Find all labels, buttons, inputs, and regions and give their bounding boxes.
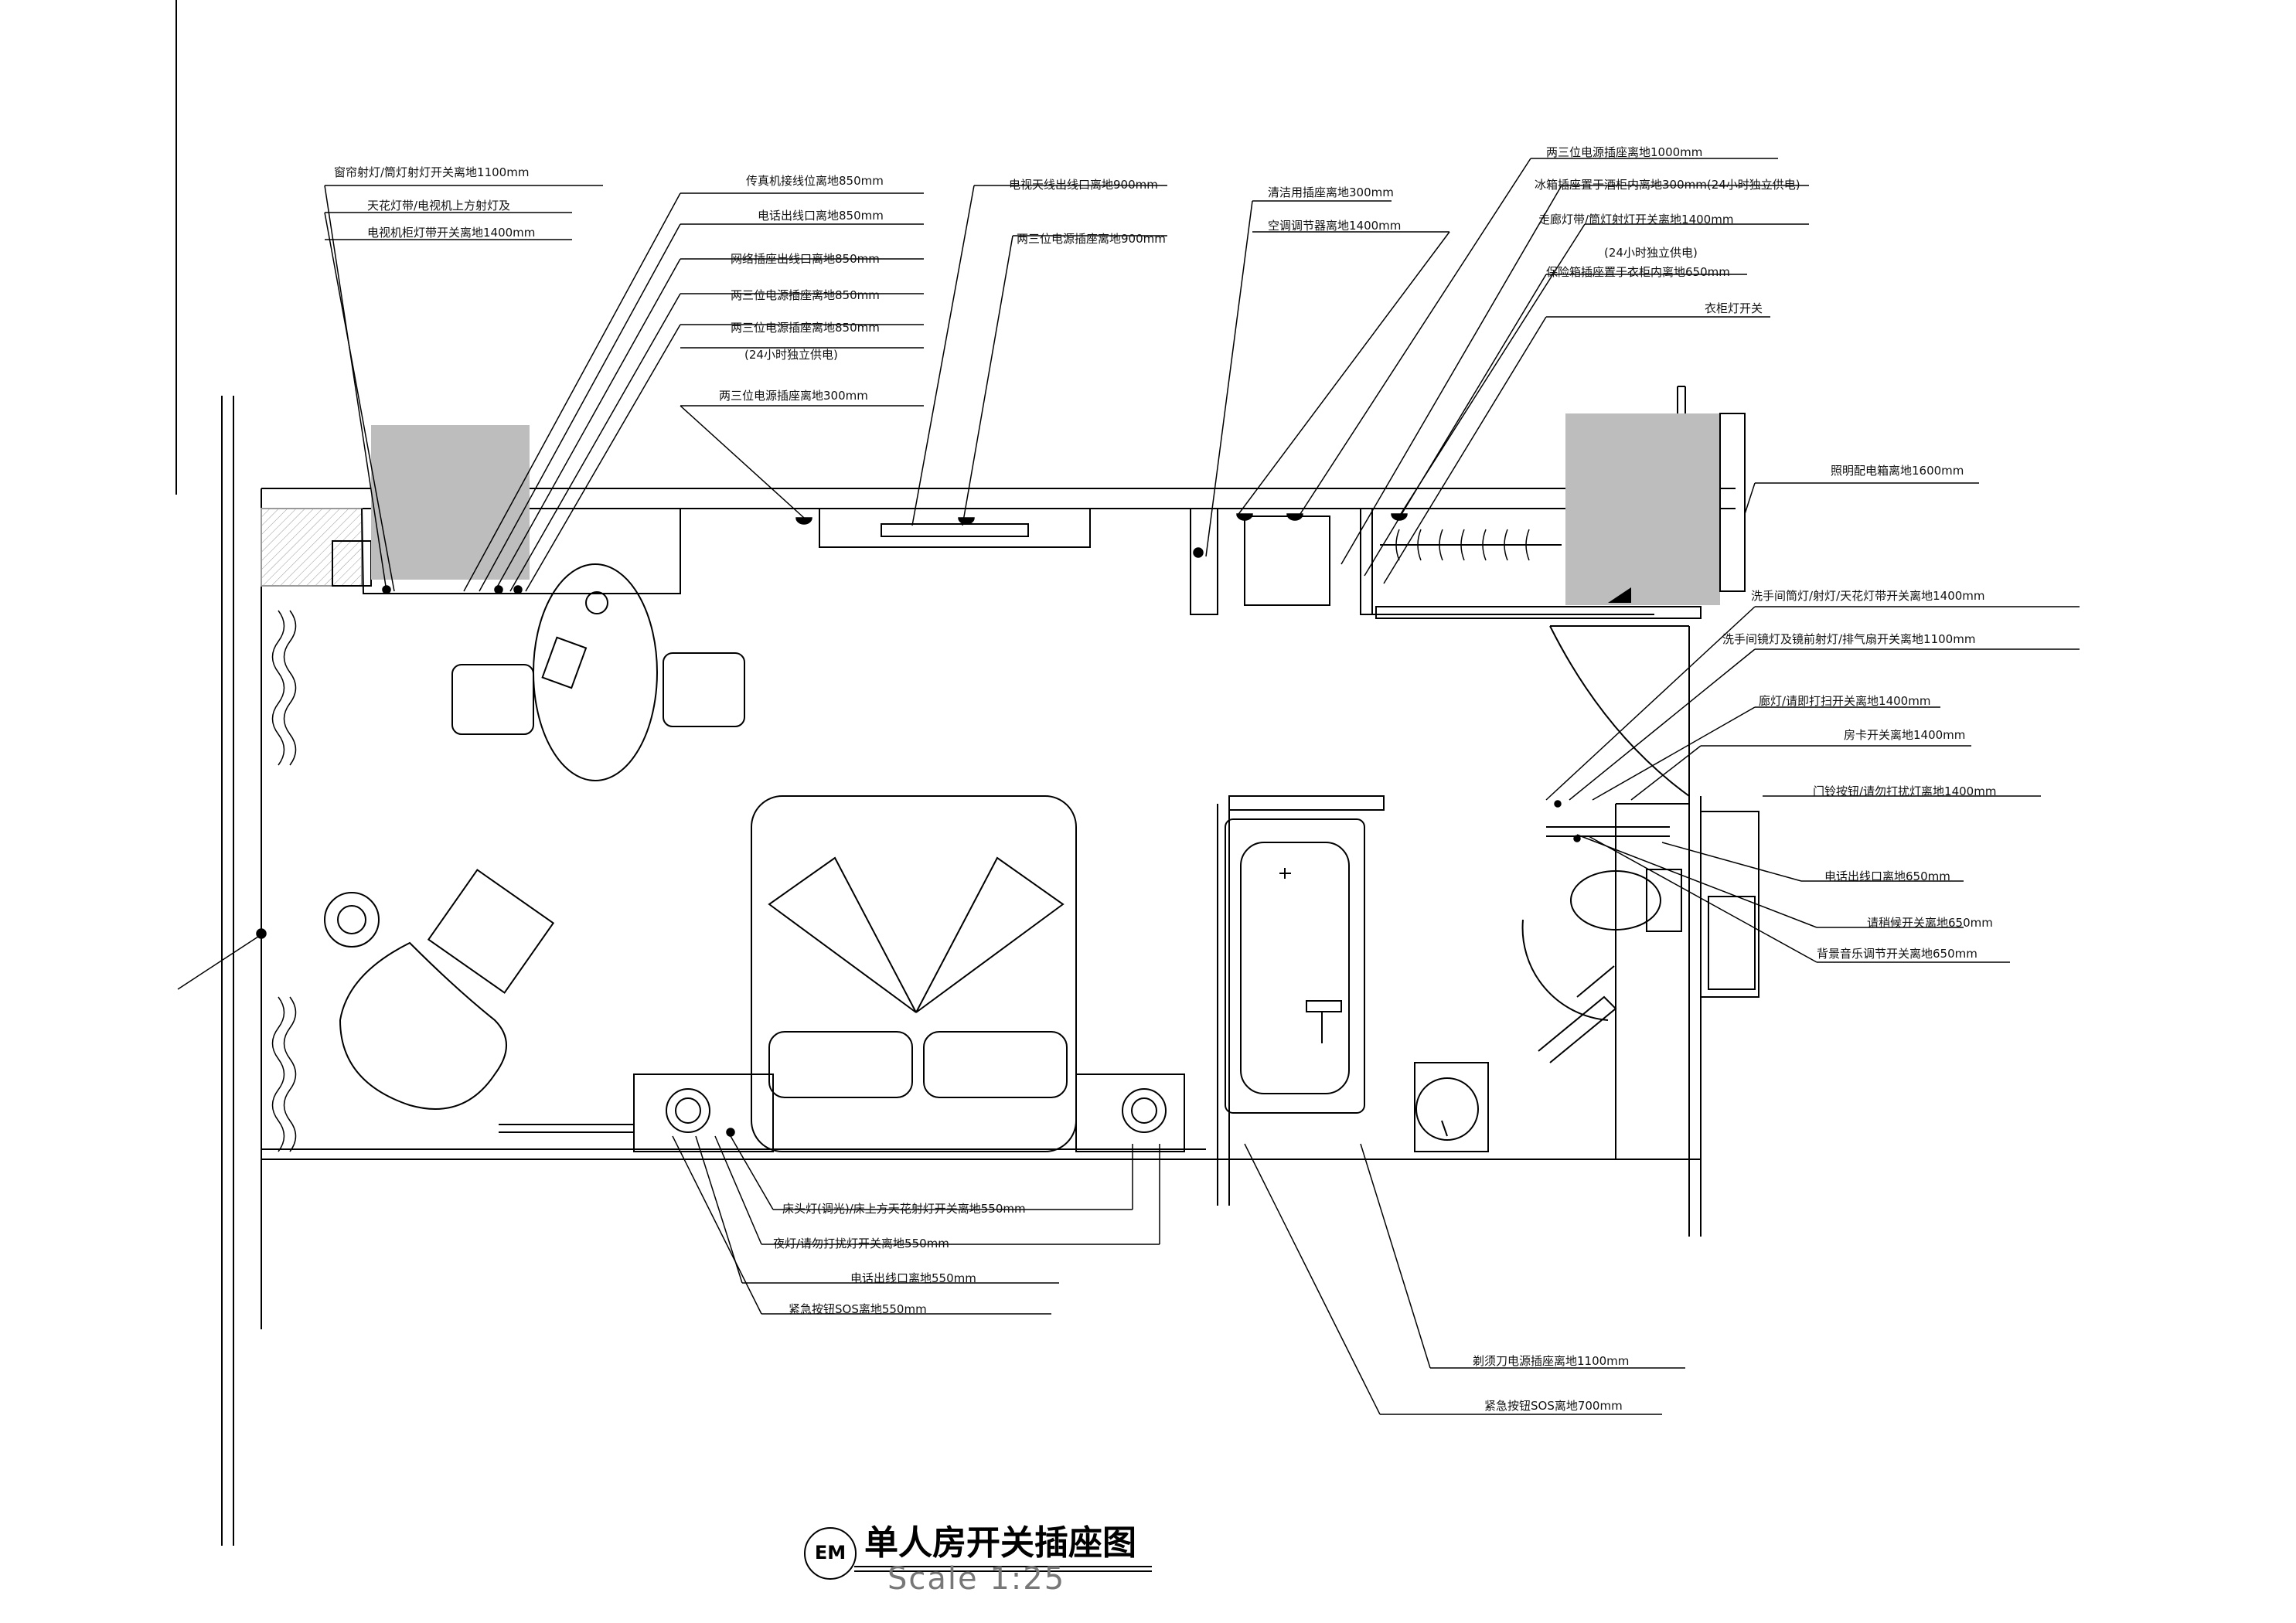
label: 两三位电源插座离地900mm xyxy=(1017,232,1166,246)
bottom-wall xyxy=(261,1148,1702,1206)
label: 电话出线口离地650mm xyxy=(1824,869,1950,883)
chair-left xyxy=(451,664,534,735)
label: 廊灯/请即打扫开关离地1400mm xyxy=(1759,694,1931,708)
label: 清洁用插座离地300mm xyxy=(1268,185,1394,199)
label: 传真机接线位离地850mm xyxy=(746,174,884,188)
label: 网络插座出线口离地850mm xyxy=(731,252,880,266)
left-exterior-wall xyxy=(221,396,262,1546)
round-table xyxy=(533,563,658,781)
label: 窗帘射灯/筒灯射灯开关离地1100mm xyxy=(334,165,530,179)
label: 紧急按钮SOS离地550mm xyxy=(789,1302,927,1316)
label: 请稍候开关离地650mm xyxy=(1867,916,1993,930)
label: 走廊灯带/筒灯射灯开关离地1400mm xyxy=(1538,213,1734,226)
chair-right xyxy=(663,652,745,727)
label: 房卡开关离地1400mm xyxy=(1844,728,1966,742)
label: 夜灯/请勿打扰灯开关离地550mm xyxy=(773,1237,949,1250)
label: 紧急按钮SOS离地700mm xyxy=(1484,1399,1623,1413)
side-table xyxy=(427,869,555,994)
label: 电视天线出线口离地900mm xyxy=(1009,178,1158,192)
label: 两三位电源插座离地850mm xyxy=(731,288,880,302)
bed xyxy=(499,795,1185,1152)
label: 电话出线口离地850mm xyxy=(758,209,884,223)
drawing-scale: Scale 1:25 xyxy=(887,1561,1066,1597)
label: (24小时独立供电) xyxy=(744,348,838,362)
armchair xyxy=(339,941,507,1110)
wardrobe-panel xyxy=(1565,413,1720,605)
drawing-tag-circle xyxy=(804,1527,857,1580)
label: 洗手间镜灯及镜前射灯/排气扇开关离地1100mm xyxy=(1722,632,1976,646)
label: 洗手间筒灯/射灯/天花灯带开关离地1400mm xyxy=(1751,589,1985,603)
label: 电视机柜灯带开关离地1400mm xyxy=(367,226,536,240)
label: 剃须刀电源插座离地1100mm xyxy=(1473,1354,1630,1368)
label: 天花灯带/电视机上方射灯及 xyxy=(367,199,511,213)
label: (24小时独立供电) xyxy=(1604,246,1698,260)
label: 背景音乐调节开关离地650mm xyxy=(1817,947,1977,961)
label: 门铃按钮/请勿打扰灯离地1400mm xyxy=(1813,784,1997,798)
bathtub xyxy=(1225,818,1365,1114)
label: 电话出线口离地550mm xyxy=(850,1271,976,1285)
toilet xyxy=(1521,869,1682,1063)
label: 两三位电源插座离地1000mm xyxy=(1546,145,1703,159)
drawing-title: 单人房开关插座图 xyxy=(864,1523,1136,1563)
curtain-left xyxy=(271,610,297,1152)
label: 两三位电源插座离地850mm xyxy=(731,321,880,335)
label: 床头灯(调光)/床上方天花射灯开关离地550mm xyxy=(782,1202,1026,1216)
washbasin xyxy=(1414,1062,1489,1152)
label: 照明配电箱离地1600mm xyxy=(1831,464,1964,478)
label: 保险箱插座置于衣柜内离地650mm xyxy=(1546,265,1730,279)
drawing-tag: EM xyxy=(814,1542,847,1563)
tv-cabinet-panel xyxy=(371,425,530,580)
label: 两三位电源插座离地300mm xyxy=(719,389,868,403)
label: 空调调节器离地1400mm xyxy=(1268,219,1402,233)
label: 衣柜灯开关 xyxy=(1705,301,1763,315)
label: 冰箱插座置于酒柜内离地300mm(24小时独立供电) xyxy=(1535,178,1800,192)
